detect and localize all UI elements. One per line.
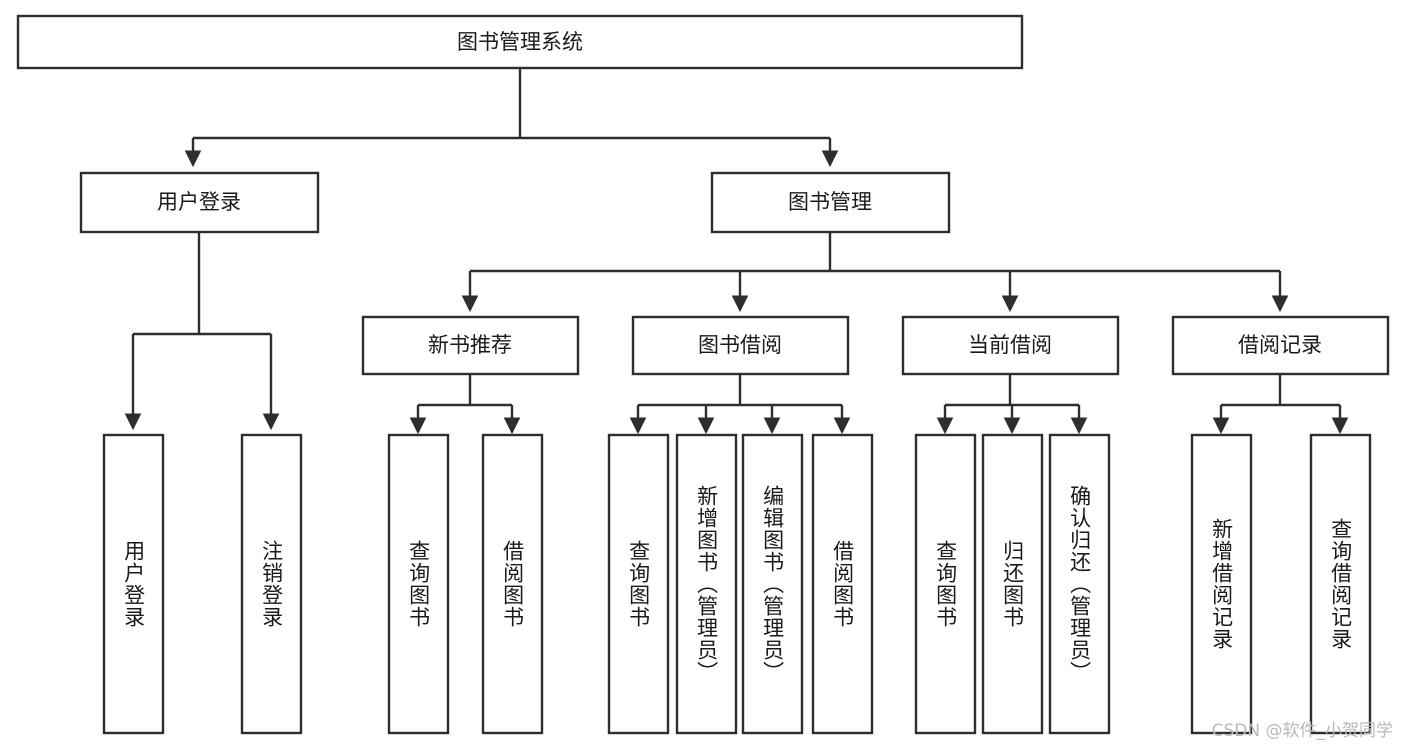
leaf-label-query-record: 查询借阅记录 [1328,518,1353,650]
node-root-box[interactable] [16,14,1024,70]
node-book-borrow-box[interactable] [631,315,850,376]
connector-group-book-manage [461,232,1289,313]
node-root[interactable]: 图书管理系统 [16,14,1024,70]
leaf-label-query-book-3: 查询图书 [933,540,958,628]
leaf-label-return-book: 归还图书 [1000,540,1025,628]
node-book-borrow-label: 图书借阅 [698,333,782,357]
leaf-label-query-book-2: 查询图书 [626,540,651,628]
leaf-box-query-book-3[interactable] [914,433,977,735]
node-user-login-label: 用户登录 [157,190,241,214]
leaf-label-edit-book: 编辑图书（管理员） [760,485,785,683]
connector-group-user-login [124,232,280,431]
leaf-box-query-book-2[interactable] [607,433,670,735]
node-borrow-record-box[interactable] [1171,315,1390,376]
leaf-box-query-book-1[interactable] [387,433,450,735]
node-borrow-record-label: 借阅记录 [1238,333,1322,357]
leaf-box-borrow-book-1[interactable] [481,433,544,735]
leaf-box-user-logout[interactable] [240,433,303,735]
csdn-watermark: CSDN @软件_小贺同学 [1211,721,1393,741]
node-book-manage[interactable]: 图书管理 [710,171,951,234]
connector-group-borrow-record [1212,374,1349,435]
leaf-label-user-login: 用户登录 [121,540,146,628]
leaf-label-borrow-book-2: 借阅图书 [830,540,855,628]
leaf-box-add-book[interactable] [675,433,738,735]
node-new-book-recommend-label: 新书推荐 [428,333,512,357]
node-user-login-box[interactable] [79,171,320,234]
leaf-box-confirm-return[interactable] [1048,433,1111,735]
leaf-label-add-book: 新增图书（管理员） [694,485,719,683]
leaf-box-return-book[interactable] [981,433,1044,735]
node-root-label: 图书管理系统 [457,30,583,54]
leaf-label-add-record: 新增借阅记录 [1209,518,1234,650]
node-new-book-recommend-box[interactable] [361,315,580,376]
node-current-borrow[interactable]: 当前借阅 [901,315,1120,376]
node-book-manage-box[interactable] [710,171,951,234]
leaf-label-confirm-return: 确认归还（管理员） [1067,485,1092,683]
leaf-boxes [102,433,1372,735]
leaf-label-borrow-book-1: 借阅图书 [500,540,525,628]
node-new-book-recommend[interactable]: 新书推荐 [361,315,580,376]
node-current-borrow-box[interactable] [901,315,1120,376]
leaf-label-user-logout: 注销登录 [259,540,284,628]
leaf-box-edit-book[interactable] [741,433,804,735]
leaf-box-user-login[interactable] [102,433,165,735]
node-current-borrow-label: 当前借阅 [968,333,1052,357]
leaf-box-add-record[interactable] [1190,433,1253,735]
leaf-box-query-record[interactable] [1309,433,1372,735]
node-user-login[interactable]: 用户登录 [79,171,320,234]
node-book-borrow[interactable]: 图书借阅 [631,315,850,376]
connector-group-current-borrow [936,374,1088,435]
node-borrow-record[interactable]: 借阅记录 [1171,315,1390,376]
connector-group-root [184,68,839,168]
connector-group-new-book-recommend [409,374,521,435]
leaf-box-borrow-book-2[interactable] [811,433,874,735]
node-book-manage-label: 图书管理 [788,190,872,214]
leaf-label-query-book-1: 查询图书 [406,540,431,628]
connector-group-book-borrow [629,374,851,435]
